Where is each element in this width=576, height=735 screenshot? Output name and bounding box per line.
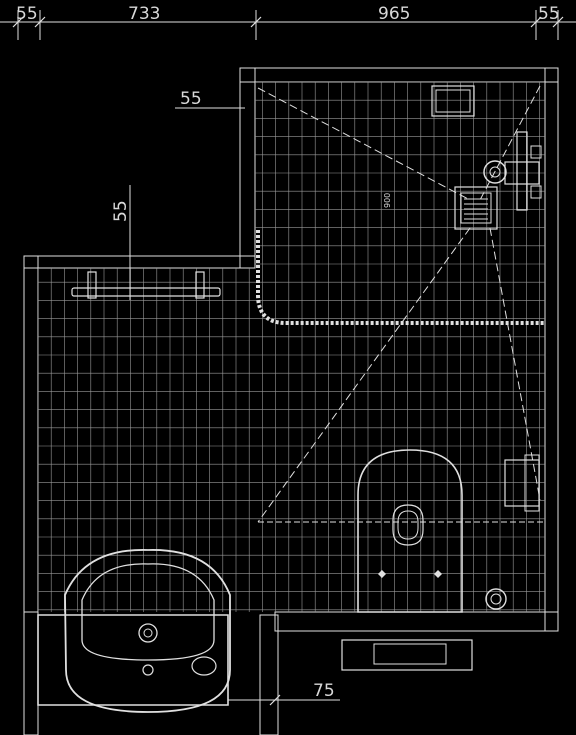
- dim-top-left-margin: 55: [16, 4, 38, 24]
- shower-area: 900: [256, 85, 545, 523]
- dim-upper-wall: 55: [175, 89, 245, 109]
- dim-vertical-wall-label: 55: [111, 200, 131, 222]
- shelf: [431, 85, 475, 117]
- dim-top-right-margin: 55: [538, 4, 560, 24]
- shower-drain: [454, 186, 498, 230]
- dim-top-left-width: 733: [128, 4, 160, 24]
- dim-vertical-wall: 55: [111, 185, 131, 300]
- shower-dim-label: 900: [383, 193, 392, 208]
- wall-hung-toilet: [357, 449, 463, 613]
- flush-plate: [504, 454, 540, 512]
- top-dimension-line: 55 733 965 55: [0, 4, 576, 40]
- dim-bottom-wall: 75: [228, 681, 340, 706]
- shower-mixer: [483, 131, 542, 211]
- towel-rail: [71, 268, 221, 300]
- dim-bottom-wall-label: 75: [313, 681, 335, 701]
- dim-top-right-width: 965: [378, 4, 410, 24]
- walls: [23, 67, 559, 735]
- washbasin: [37, 549, 231, 713]
- dim-upper-wall-label: 55: [180, 89, 202, 109]
- floor-drain: [485, 588, 507, 610]
- tile-grid: [38, 82, 545, 612]
- door: [341, 639, 473, 671]
